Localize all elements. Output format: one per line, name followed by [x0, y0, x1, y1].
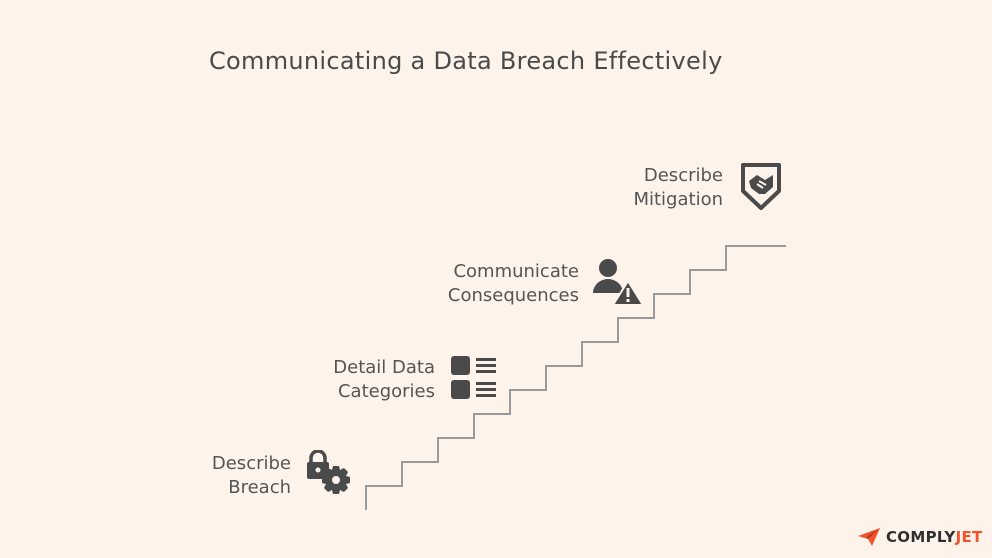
- step-label-line: Detail Data: [333, 357, 435, 378]
- step-communicate-consequences-label: Communicate Consequences: [448, 260, 579, 308]
- step-describe-mitigation-label: Describe Mitigation: [633, 164, 723, 212]
- brand-logo: COMPLYJET: [858, 528, 983, 546]
- step-label-line: Categories: [337, 381, 435, 402]
- step-label-line: Mitigation: [633, 189, 723, 210]
- step-label-line: Describe: [211, 453, 291, 474]
- step-label-line: Communicate: [453, 261, 579, 282]
- paper-plane-icon: [858, 528, 880, 546]
- step-label-line: Describe: [643, 165, 723, 186]
- brand-name-part: COMPLY: [886, 528, 956, 546]
- staircase-line: [365, 245, 786, 510]
- brand-name-part: JET: [955, 528, 983, 546]
- lock-gear-icon: [307, 450, 350, 494]
- step-detail-data-label: Detail Data Categories: [333, 356, 435, 404]
- step-label-line: Consequences: [447, 285, 579, 306]
- shield-handshake-icon: [741, 163, 781, 210]
- person-warning-icon: [593, 259, 644, 306]
- step-describe-breach-label: Describe Breach: [212, 452, 291, 500]
- step-label-line: Breach: [228, 477, 291, 498]
- brand-name: COMPLYJET: [886, 528, 983, 546]
- page-title: Communicating a Data Breach Effectively: [209, 47, 723, 75]
- list-icon: [451, 356, 496, 399]
